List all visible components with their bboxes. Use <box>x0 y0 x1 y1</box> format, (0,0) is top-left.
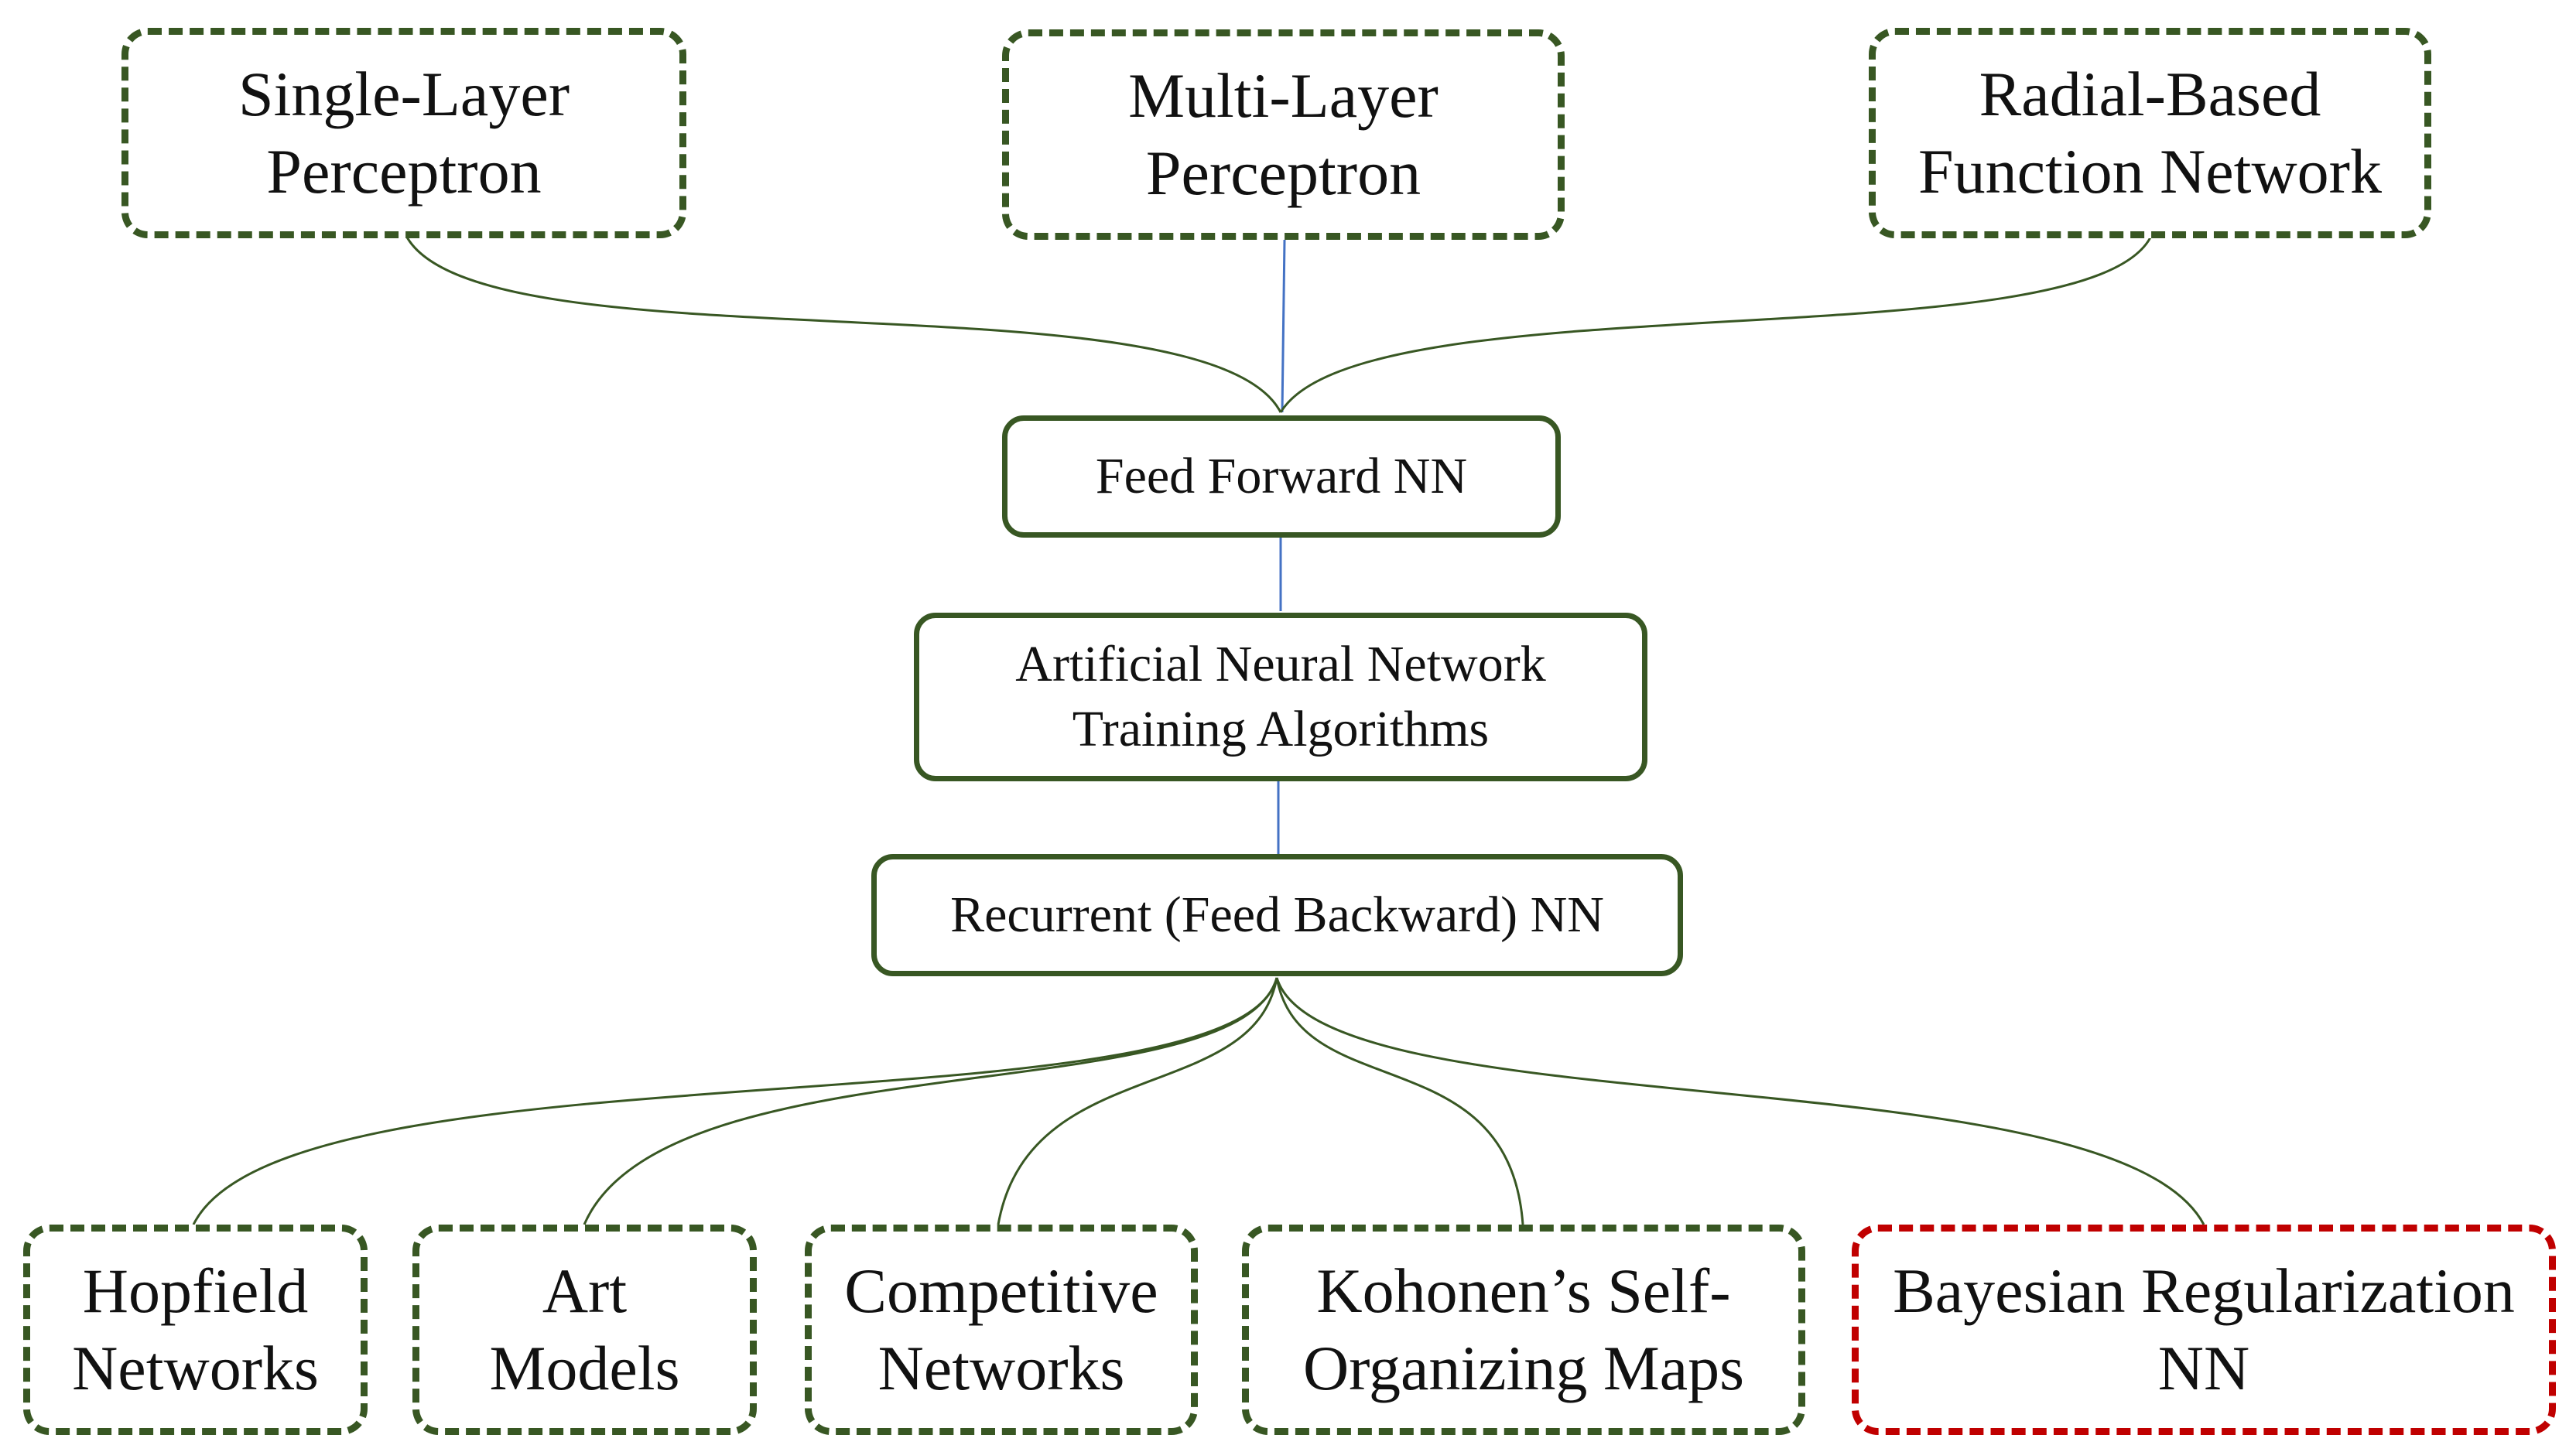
connector-single-layer-to-feed-forward <box>405 235 1282 413</box>
connector-recurrent-to-hopfield <box>192 977 1278 1225</box>
multi-layer-perceptron-box: Multi-Layer Perceptron <box>1002 29 1565 240</box>
hopfield-networks-box: Hopfield Networks <box>23 1225 368 1435</box>
connector-recurrent-to-bayesian <box>1275 977 2205 1225</box>
single-layer-perceptron-box: Single-Layer Perceptron <box>121 28 686 238</box>
kohonens-self-organizing-maps-box: Kohonen’s Self- Organizing Maps <box>1242 1225 1805 1435</box>
connector-radial-to-feed-forward <box>1279 235 2153 413</box>
ann-training-algorithms-box: Artificial Neural Network Training Algor… <box>914 613 1647 781</box>
radial-based-function-network-box: Radial-Based Function Network <box>1869 28 2431 238</box>
feed-forward-nn-box: Feed Forward NN <box>1002 415 1561 538</box>
bayesian-regularization-nn-box: Bayesian Regularization NN <box>1852 1225 2556 1435</box>
art-models-box: Art Models <box>412 1225 757 1435</box>
competitive-networks-box: Competitive Networks <box>805 1225 1198 1435</box>
connector-recurrent-to-kohonen <box>1275 977 1524 1225</box>
connector-recurrent-to-competitive <box>997 977 1278 1225</box>
connector-recurrent-to-art-models <box>583 977 1278 1225</box>
connector-multi-layer-to-feed-forward <box>1281 239 1286 413</box>
recurrent-feed-backward-nn-box: Recurrent (Feed Backward) NN <box>871 854 1683 976</box>
